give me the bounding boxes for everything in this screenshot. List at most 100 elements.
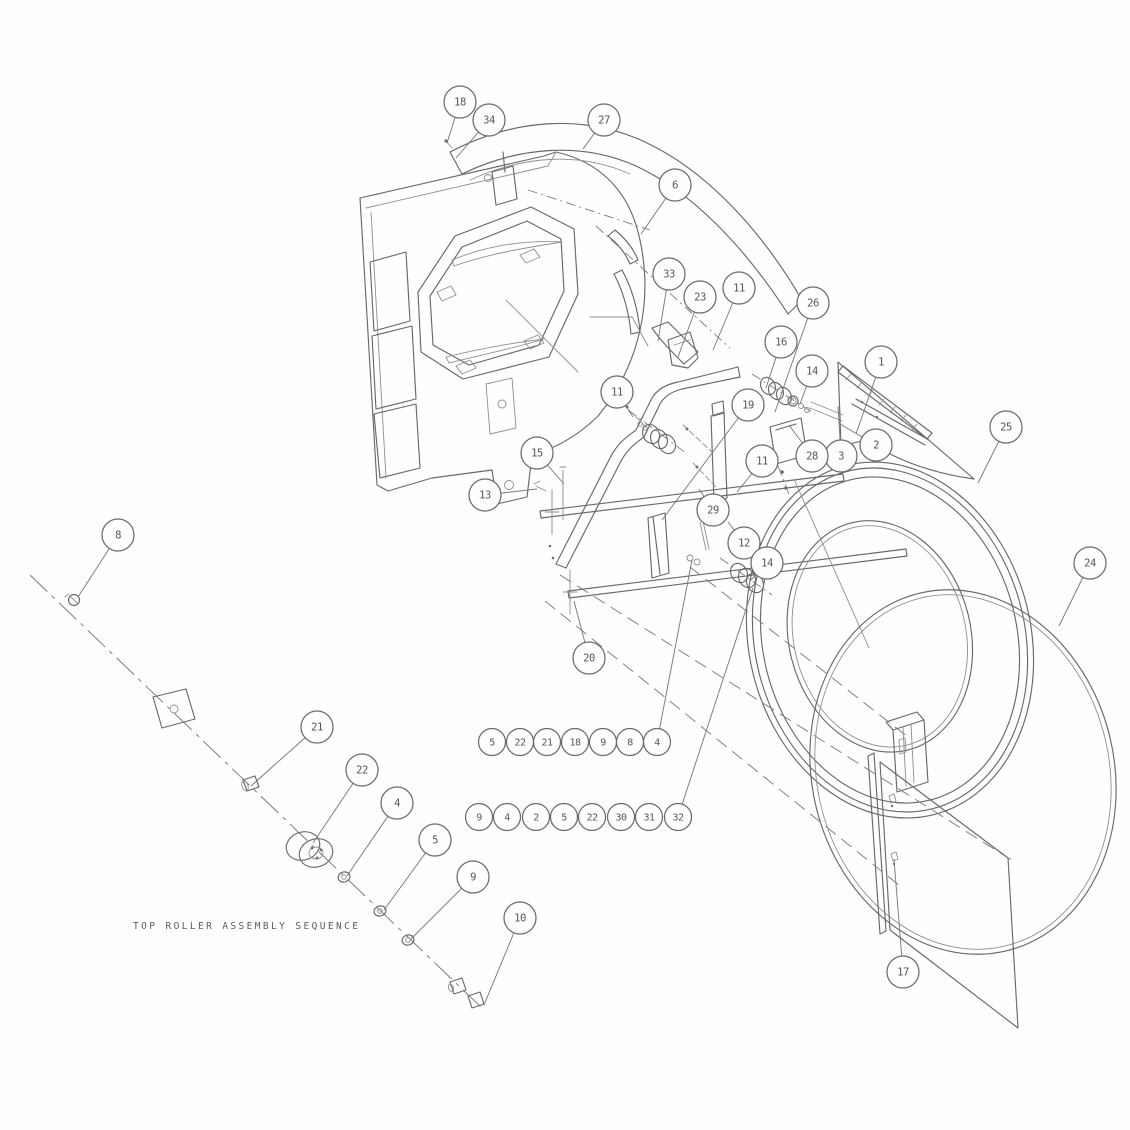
callout-number: 1 — [878, 357, 884, 369]
callout-number: 3 — [838, 451, 844, 463]
roller-assembly-sequence — [29, 574, 485, 1010]
sequence-balloon-5 — [477, 727, 507, 757]
sequence-leader-line — [677, 587, 754, 818]
callout-number: 6 — [672, 180, 678, 192]
callout-balloon-34 — [472, 103, 506, 137]
sequence-balloon-9 — [464, 802, 494, 832]
callout-balloon-26 — [796, 286, 830, 320]
callout-number: 23 — [694, 292, 706, 304]
callout-balloon-25 — [989, 410, 1023, 444]
callout-number: 13 — [479, 490, 491, 502]
callout-balloon-10 — [503, 901, 537, 935]
callout-number: 18 — [454, 97, 466, 109]
callout-balloon-15 — [520, 436, 554, 470]
sequence-balloon-32 — [663, 802, 693, 832]
callout-balloon-29 — [696, 493, 730, 527]
callout-number: 8 — [115, 530, 121, 542]
callout-number: 9 — [470, 872, 476, 884]
sequence-number: 31 — [643, 813, 655, 824]
sequence-leader-line — [656, 559, 693, 743]
callout-number: 27 — [598, 115, 610, 127]
callout-number: 33 — [663, 269, 675, 281]
callout-balloon-14 — [750, 546, 784, 580]
sequence-number: 22 — [514, 738, 526, 749]
callout-balloon-1 — [864, 345, 898, 379]
callout-number: 26 — [807, 298, 819, 310]
leader-line — [661, 404, 749, 521]
callout-leader-lines — [77, 101, 1091, 1006]
sequence-balloon-18 — [560, 727, 590, 757]
callout-balloon-5 — [418, 823, 452, 857]
sequence-number: 9 — [476, 813, 482, 824]
sequence-balloon-21 — [532, 727, 562, 757]
sequence-balloon-31 — [634, 802, 664, 832]
callout-number: 2 — [873, 440, 879, 452]
callout-number: 29 — [707, 505, 719, 517]
callout-balloon-11 — [722, 271, 756, 305]
sequence-number: 5 — [489, 738, 495, 749]
wheel-band — [809, 589, 1117, 955]
sequence-number: 4 — [504, 813, 510, 824]
sequence-number: 5 — [561, 813, 567, 824]
sequence-number: 30 — [615, 813, 627, 824]
sequence-number: 22 — [586, 813, 598, 824]
sequence-balloon-22 — [577, 802, 607, 832]
sequence-balloon-30 — [606, 802, 636, 832]
sequence-balloon-4 — [642, 727, 672, 757]
mount-plate-and-bars — [837, 361, 975, 480]
callout-balloon-8 — [101, 518, 135, 552]
callout-balloon-21 — [300, 710, 334, 744]
sequence-number: 2 — [533, 813, 539, 824]
sequence-number: 21 — [541, 738, 553, 749]
callout-balloon-14 — [795, 354, 829, 388]
callout-balloon-23 — [683, 280, 717, 314]
callout-balloon-2 — [859, 428, 893, 462]
leader-line — [774, 302, 814, 413]
callout-number: 5 — [432, 835, 438, 847]
callout-number: 21 — [311, 722, 323, 734]
callout-balloon-17 — [886, 955, 920, 989]
sequence-balloon-2 — [521, 802, 551, 832]
sequence-balloon-4 — [492, 802, 522, 832]
callout-number: 11 — [733, 283, 745, 295]
callout-balloon-6 — [658, 168, 692, 202]
sequence-balloon-5 — [549, 802, 579, 832]
sequence-number: 4 — [654, 738, 660, 749]
callout-balloon-9 — [456, 860, 490, 894]
callout-number: 20 — [583, 653, 595, 665]
sequence-number: 18 — [569, 738, 581, 749]
callout-number: 15 — [531, 448, 543, 460]
callout-number: 25 — [1000, 422, 1012, 434]
top-wheel — [745, 461, 1035, 819]
callout-number: 11 — [756, 456, 768, 468]
callout-number: 12 — [738, 538, 750, 550]
callout-balloon-27 — [587, 103, 621, 137]
callout-balloon-33 — [652, 257, 686, 291]
callout-balloon-11 — [745, 444, 779, 478]
callout-number: 19 — [742, 400, 754, 412]
callout-balloon-13 — [468, 478, 502, 512]
blade-path-dashes — [544, 566, 1014, 887]
callout-balloon-24 — [1073, 546, 1107, 580]
callout-number: 4 — [394, 798, 400, 810]
callout-number: 24 — [1084, 558, 1096, 570]
sequence-label: TOP ROLLER ASSEMBLY SEQUENCE — [133, 921, 360, 932]
sequence-number: 9 — [600, 738, 606, 749]
sequence-number: 8 — [627, 738, 633, 749]
main-frame-plate — [359, 139, 651, 505]
callout-number: 34 — [483, 115, 495, 127]
curved-cover — [449, 122, 803, 315]
callout-number: 17 — [897, 967, 909, 979]
callout-balloon-22 — [345, 753, 379, 787]
callout-number: 16 — [775, 337, 787, 349]
callout-number: 28 — [806, 451, 818, 463]
callout-balloon-4 — [380, 786, 414, 820]
callout-number: 10 — [514, 913, 526, 925]
callout-balloon-20 — [572, 641, 606, 675]
callout-number: 22 — [356, 765, 368, 777]
leader-line — [893, 858, 904, 973]
callout-number: 14 — [806, 366, 818, 378]
